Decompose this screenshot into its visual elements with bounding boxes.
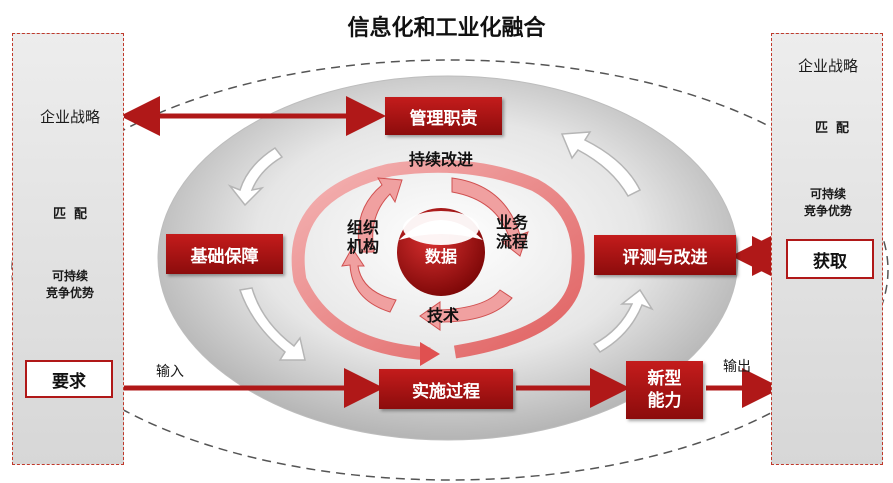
requirement-box: 要求 xyxy=(25,360,113,398)
left-strategy-label: 企业战略 xyxy=(39,108,100,126)
left-panel xyxy=(12,33,124,465)
continuous-improvement-label: 持续改进 xyxy=(408,150,473,169)
input-label: 输入 xyxy=(156,364,184,380)
cycle-arrows xyxy=(227,131,654,361)
inner-small-arrows xyxy=(341,177,529,331)
diagram-title: 信息化和工业化融合 xyxy=(347,16,546,41)
capability-node: 新型 能力 xyxy=(626,361,703,419)
right-match-label: 匹配 xyxy=(814,121,857,136)
continuous-improvement-ring xyxy=(291,159,585,361)
business-process-label: 业务 流程 xyxy=(495,213,528,251)
right-advantage-label: 可持续 竞争优势 xyxy=(803,187,852,218)
organization-label: 组织 机构 xyxy=(346,218,379,256)
technology-label: 技术 xyxy=(426,306,459,325)
evaluation-node: 评测与改进 xyxy=(594,235,736,275)
outer-dashed-ellipse xyxy=(11,59,889,481)
output-label: 输出 xyxy=(723,359,751,375)
foundation-node: 基础保障 xyxy=(166,234,283,274)
data-label: 数据 xyxy=(424,247,457,266)
management-node: 管理职责 xyxy=(385,97,502,135)
implementation-node: 实施过程 xyxy=(379,369,513,409)
acquire-box: 获取 xyxy=(786,239,874,279)
left-match-label: 匹配 xyxy=(52,207,95,222)
left-advantage-label: 可持续 竞争优势 xyxy=(45,269,94,300)
right-strategy-label: 企业战略 xyxy=(797,57,858,75)
